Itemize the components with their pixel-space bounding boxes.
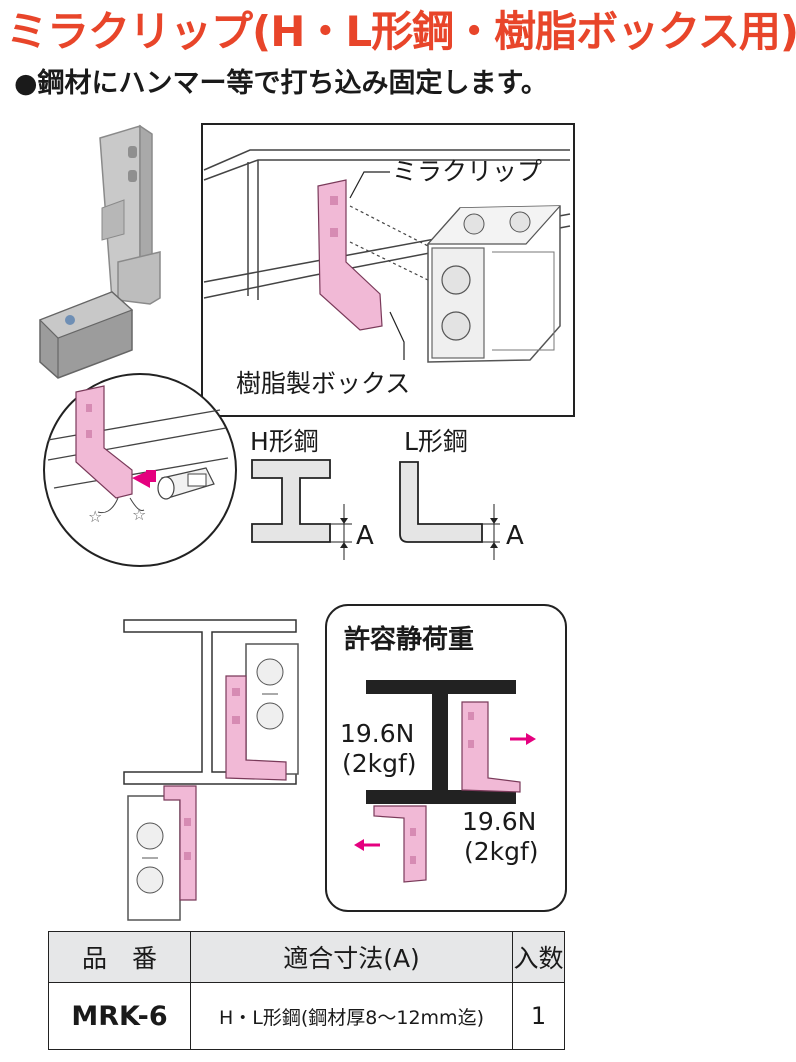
- clip-product-photo: [38, 124, 161, 379]
- h-beam-dim-label: A: [356, 521, 374, 551]
- header-product-code: 品 番: [48, 931, 191, 983]
- static-load-panel: [325, 604, 567, 912]
- svg-text:☆: ☆: [88, 507, 102, 526]
- load-value-1-n: 19.6N: [340, 719, 414, 748]
- spec-table-header-row: 品 番 適合寸法(A) 入数: [48, 931, 565, 983]
- page-subtitle: ●鋼材にハンマー等で打ち込み固定します。: [14, 68, 548, 99]
- load-value-2-kgf: (2kgf): [464, 837, 539, 866]
- hammer-detail-inset: ☆ ☆: [43, 373, 237, 567]
- h-beam-profile: [251, 459, 331, 543]
- page-title: ミラクリップ(H・L形鋼・樹脂ボックス用): [6, 7, 796, 56]
- mounting-diagram: [123, 619, 299, 921]
- product-code: MRK-6: [48, 982, 191, 1050]
- spec-table: 品 番 適合寸法(A) 入数 MRK-6 H・L形鋼(鋼材厚8～12mm迄) 1: [48, 931, 565, 1050]
- header-fit-size: 適合寸法(A): [190, 931, 513, 983]
- l-beam-dim-label: A: [506, 521, 524, 551]
- load-value-2-n: 19.6N: [462, 807, 536, 836]
- static-load-title: 許容静荷重: [344, 624, 474, 655]
- fit-size: H・L形鋼(鋼材厚8～12mm迄): [190, 982, 513, 1050]
- clip-label: ミラクリップ: [392, 157, 542, 186]
- box-label: 樹脂製ボックス: [236, 369, 410, 398]
- l-beam-dim: [482, 504, 500, 560]
- load-value-1-kgf: (2kgf): [342, 749, 417, 778]
- l-beam-profile: [399, 461, 483, 543]
- h-beam-label: H形鋼: [250, 427, 319, 456]
- svg-text:☆: ☆: [132, 505, 146, 524]
- table-row: MRK-6 H・L形鋼(鋼材厚8～12mm迄) 1: [48, 982, 565, 1050]
- h-beam-dim: [330, 504, 352, 560]
- quantity: 1: [512, 982, 565, 1050]
- l-beam-label: L形鋼: [404, 427, 468, 456]
- header-quantity: 入数: [512, 931, 565, 983]
- installation-diagram: [201, 123, 575, 417]
